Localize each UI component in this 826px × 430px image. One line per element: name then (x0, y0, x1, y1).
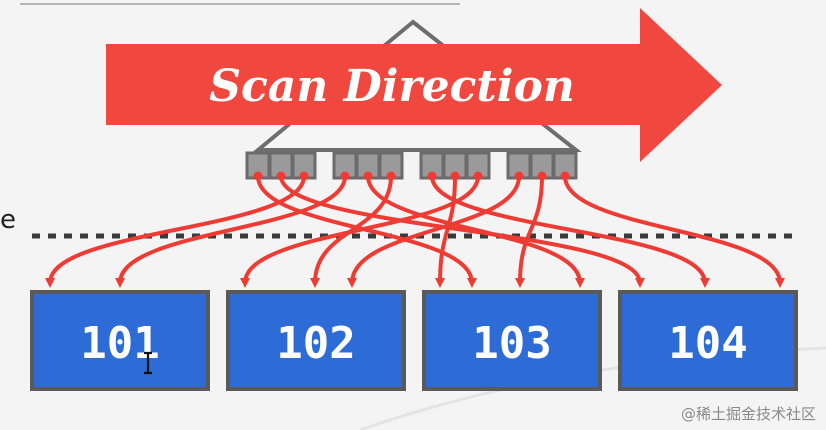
leaf-node-groups (245, 151, 578, 180)
pointer-origin-dot (299, 171, 309, 181)
scan-direction-arrow (106, 8, 722, 162)
pointer-origin-dot (276, 171, 286, 181)
leaf-node-group (245, 151, 317, 180)
pointer-arrow (45, 175, 306, 288)
pointer-arrows (45, 171, 785, 288)
page-102: 102 (226, 290, 406, 391)
page-104: 104 (618, 290, 798, 391)
pointer-origin-dot (253, 171, 263, 181)
pointer-arrow (115, 175, 347, 288)
text-cursor-icon (144, 351, 152, 375)
pointer-origin-dot (473, 171, 483, 181)
pointer-arrow (430, 175, 710, 288)
pointer-origin-dot (340, 171, 350, 181)
scan-direction-label: Scan Direction (209, 61, 575, 112)
pointer-origin-dot (537, 171, 547, 181)
watermark: @稀土掘金技术社区 (680, 405, 816, 423)
page-label: 102 (276, 318, 355, 369)
pointer-arrow (435, 175, 457, 288)
page-103: 103 (422, 290, 602, 391)
pointer-arrow (279, 175, 645, 288)
pointer-origin-dot (363, 171, 373, 181)
leaf-node-group (419, 151, 491, 180)
page-box (30, 290, 210, 391)
page-label: 101 (80, 318, 159, 369)
page-box (422, 290, 602, 391)
page-101: 101 (30, 290, 210, 391)
page-box (618, 290, 798, 391)
pointer-arrow (240, 175, 480, 288)
page-label: 103 (472, 318, 551, 369)
pointer-origin-dot (386, 171, 396, 181)
pointer-arrow (347, 175, 521, 288)
pointer-origin-dot (427, 171, 437, 181)
pointer-origin-dot (450, 171, 460, 181)
pointer-arrow (515, 175, 544, 288)
pointer-arrow (563, 175, 785, 288)
page-label: 104 (668, 318, 747, 369)
leaf-node-group (506, 151, 578, 180)
pointer-origin-dot (514, 171, 524, 181)
cropped-glyph: e (0, 205, 16, 235)
pointer-origin-dot (560, 171, 570, 181)
pointer-arrow (366, 175, 585, 288)
page-box (226, 290, 406, 391)
